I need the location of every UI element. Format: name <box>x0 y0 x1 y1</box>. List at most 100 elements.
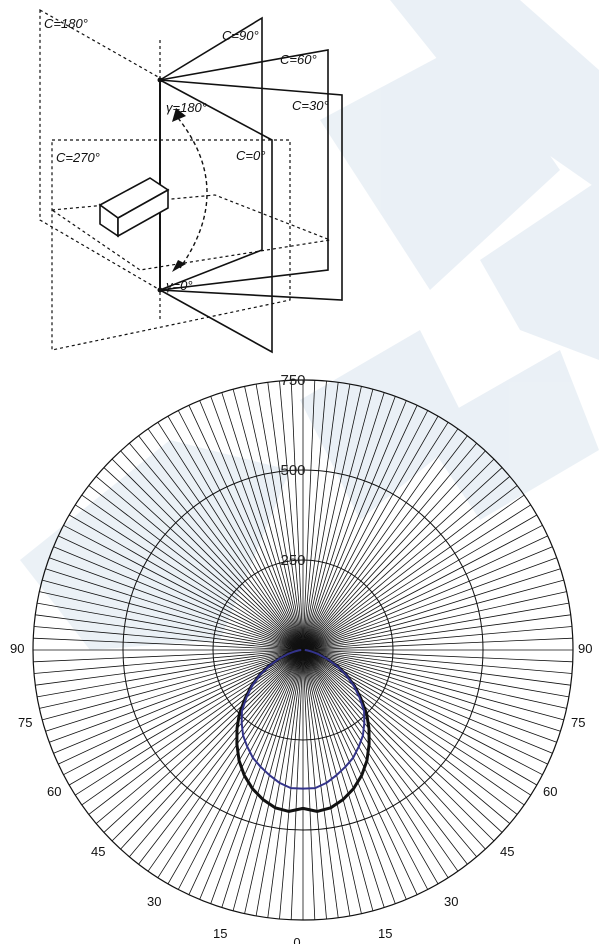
grid-spoke <box>302 649 548 765</box>
grid-spoke <box>302 524 543 651</box>
grid-spoke <box>302 405 418 651</box>
grid-spoke <box>35 614 304 651</box>
grid-spoke <box>188 405 304 651</box>
grid-spoke <box>45 568 304 651</box>
intensity-curve-2 <box>240 649 366 790</box>
grid-spoke <box>302 579 564 651</box>
angle-label-left-75: 75 <box>18 715 32 730</box>
grid-spoke <box>199 400 304 651</box>
grid-spoke <box>302 392 385 651</box>
grid-circle <box>122 469 484 831</box>
grid-spoke <box>267 649 304 918</box>
grid-spoke <box>232 389 304 651</box>
grid-spoke <box>95 476 304 651</box>
label-c60: C=60° <box>280 52 317 67</box>
grid-spoke <box>49 557 304 651</box>
grid-spoke <box>302 626 573 651</box>
grid-spoke <box>302 380 316 651</box>
label-c270: C=270° <box>56 150 100 165</box>
grid-spoke <box>53 649 304 754</box>
grid-spoke <box>210 649 304 904</box>
grid-spoke <box>81 494 304 651</box>
grid-spoke <box>120 450 304 651</box>
grid-spoke <box>75 504 304 651</box>
grid-spoke <box>302 649 564 721</box>
grid-spoke <box>302 649 553 754</box>
grid-spoke <box>279 649 304 920</box>
grid-spoke <box>244 386 304 651</box>
grid-spoke <box>302 649 374 911</box>
grid-spoke <box>302 649 459 872</box>
grid-spoke <box>302 649 567 709</box>
label-gamma0: γ=0° <box>166 278 193 293</box>
grid-spoke <box>129 442 304 651</box>
grid-spoke <box>302 649 339 918</box>
label-c30: C=30° <box>292 98 329 113</box>
grid-spoke <box>302 649 439 885</box>
label-c90: C=90° <box>222 28 259 43</box>
grid-spoke <box>103 467 304 651</box>
grid-spoke <box>221 392 304 651</box>
grid-spoke <box>103 649 304 833</box>
grid-spoke <box>302 386 362 651</box>
grid-spoke <box>302 591 567 651</box>
angle-label-left-60: 60 <box>47 784 61 799</box>
grid-spoke <box>302 504 531 651</box>
grid-spoke <box>302 485 518 651</box>
angle-label-right-15: 15 <box>378 926 392 941</box>
grid-spoke <box>302 649 531 796</box>
grid-spoke <box>302 649 468 865</box>
grid-spoke <box>68 514 304 651</box>
grid-spoke <box>302 649 418 895</box>
angle-label-left-30: 30 <box>147 894 161 909</box>
grid-spoke <box>302 384 351 651</box>
grid-spoke <box>302 546 553 651</box>
grid-spoke <box>120 649 304 850</box>
grid-spoke <box>302 568 561 651</box>
grid-spoke <box>53 546 304 651</box>
angle-label-left-45: 45 <box>91 844 105 859</box>
grid-spoke <box>37 602 304 651</box>
grid-spoke <box>279 380 304 651</box>
grid-spoke <box>302 400 407 651</box>
grid-spoke <box>290 649 304 920</box>
grid-spoke <box>75 649 304 796</box>
grid-spoke <box>147 428 304 651</box>
grid-spoke <box>302 467 503 651</box>
grid-spoke <box>302 415 439 651</box>
grid-spoke <box>42 649 304 721</box>
grid-spoke <box>33 649 304 674</box>
grid-spoke <box>37 649 304 698</box>
grid-spoke <box>188 649 304 895</box>
grid-spoke <box>177 410 304 651</box>
grid-spoke <box>58 535 304 651</box>
grid-spoke <box>138 435 304 651</box>
grid-spoke <box>39 591 304 651</box>
radial-tick-750: 750 <box>280 372 305 389</box>
grid-spoke <box>138 649 304 865</box>
label-c180: C=180° <box>44 16 88 31</box>
grid-spoke <box>42 579 304 651</box>
grid-spoke <box>111 649 304 842</box>
grid-spoke <box>302 476 511 651</box>
grid-spoke <box>302 614 571 651</box>
grid-spoke <box>302 649 486 850</box>
grid-spoke <box>302 649 503 833</box>
grid-spoke <box>302 649 557 743</box>
grid-spoke <box>302 494 525 651</box>
grid-spoke <box>302 649 407 900</box>
grid-spoke <box>302 535 548 651</box>
grid-spoke <box>63 524 304 651</box>
grid-spoke <box>302 458 495 651</box>
grid-spoke <box>302 435 468 651</box>
grid-spoke <box>267 382 304 651</box>
grid-spoke <box>302 382 339 651</box>
grid-spoke <box>39 649 304 709</box>
grid-spoke <box>35 649 304 686</box>
grid-spoke <box>302 649 477 858</box>
angle-label-right-30: 30 <box>444 894 458 909</box>
grid-spoke <box>302 514 538 651</box>
radial-tick-500: 500 <box>280 462 305 479</box>
angle-label-right-90: 90 <box>578 641 592 656</box>
grid-spoke <box>232 649 304 911</box>
